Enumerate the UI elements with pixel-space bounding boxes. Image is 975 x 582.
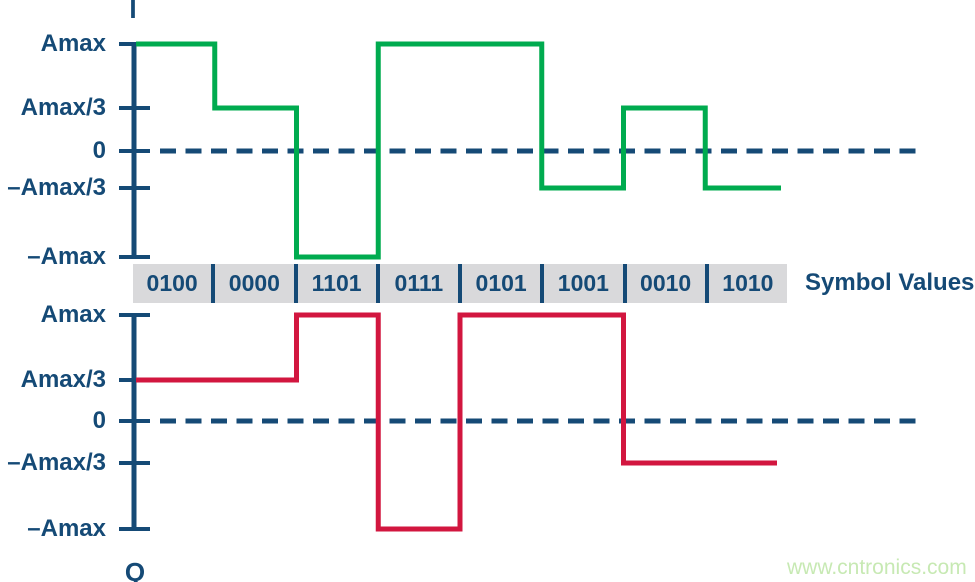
symbol-cell: 0101 — [458, 264, 540, 303]
q-channel-label: Q — [124, 557, 146, 582]
q-axis-label: –Amax/3 — [7, 449, 106, 476]
q-axis-label: –Amax — [27, 515, 106, 542]
symbol-cell: 0111 — [375, 264, 458, 303]
i-axis-label: Amax/3 — [20, 94, 106, 121]
symbol-cell: 1101 — [293, 264, 376, 303]
q-axis-label: Amax — [40, 301, 106, 328]
i-axis-label: 0 — [92, 137, 106, 164]
symbol-values-label: Symbol Values — [805, 269, 975, 296]
q-waveform — [136, 312, 777, 532]
watermark-text: www.cntronics.com — [787, 556, 967, 579]
q-axis-label: 0 — [92, 407, 106, 434]
symbol-cell: 1010 — [704, 264, 787, 303]
i-waveform — [136, 41, 781, 260]
symbol-cell: 0000 — [211, 264, 293, 303]
i-axis-label: –Amax/3 — [7, 174, 106, 201]
symbol-cell: 1001 — [540, 264, 622, 303]
symbol-cell: 0100 — [146, 270, 198, 296]
i-axis-label: Amax — [40, 30, 106, 57]
i-axis-label: –Amax — [27, 243, 106, 270]
q-axis-label: Amax/3 — [20, 366, 106, 393]
symbol-cell: 0010 — [622, 264, 705, 303]
i-channel-label: I — [129, 0, 137, 24]
